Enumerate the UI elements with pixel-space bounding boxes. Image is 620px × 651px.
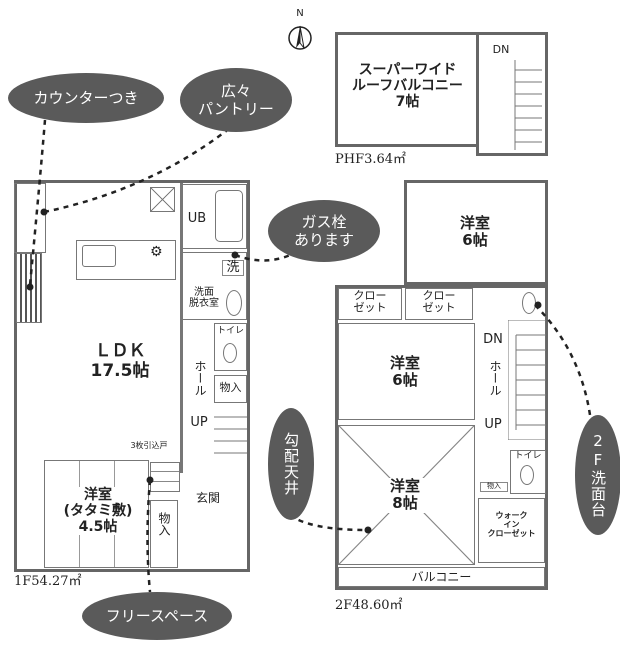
washstand-2f	[522, 292, 536, 314]
floor2-room1	[404, 180, 548, 285]
north-compass-icon	[287, 10, 313, 56]
floor1-area: 1F54.27㎡	[14, 574, 82, 589]
wic-label: ウォーク イン クローゼット	[487, 511, 536, 538]
room1-label: 洋室 6帖	[459, 214, 490, 250]
wash-basin	[226, 290, 242, 316]
callout-sloped-ceiling: 勾配天井	[268, 408, 314, 520]
compass-label: N	[296, 8, 304, 19]
balcony-2f	[338, 567, 545, 587]
ldk-partition	[180, 183, 183, 473]
dn-2f-label: DN	[483, 332, 503, 347]
floor2-room2	[338, 323, 475, 420]
free-space-tile	[150, 462, 180, 492]
hall-2f-label: ホール	[488, 360, 502, 396]
entrance-label: 玄関	[195, 491, 220, 505]
ph-staircase-icon	[514, 60, 542, 150]
toilet-2f-label: トイレ	[514, 451, 542, 461]
closet1-label: クロー ゼット	[353, 289, 387, 315]
entry-nook	[14, 183, 46, 253]
toilet-1f-bowl	[223, 343, 237, 363]
storage-2f-label: 物入	[480, 482, 508, 492]
closet1	[338, 288, 402, 320]
washroom	[182, 252, 247, 320]
callout-pantry: 広々 パントリー	[180, 68, 292, 132]
hall-1f-label vert: ホール	[193, 360, 207, 396]
bathtub	[215, 190, 243, 242]
pantry-box	[150, 187, 175, 212]
callout-free-space: フリースペース	[82, 592, 232, 640]
callout-counter: カウンターつき	[8, 73, 164, 123]
balcony-2f-label: バルコニー	[411, 570, 472, 584]
storage2-1f-label: 物入	[157, 512, 171, 536]
ldk-label: ＬＤＫ 17.5帖	[90, 341, 150, 381]
japanese-room-label: 洋室 (タタミ敷) 4.5帖	[48, 487, 148, 536]
toilet-1f	[214, 323, 247, 371]
callout-2f-washstand: 2F洗面台	[575, 415, 620, 535]
closet2-label: クロー ゼット	[422, 289, 456, 315]
room2-label: 洋室 6帖	[389, 354, 420, 390]
ph-stairs-dn: DN	[492, 43, 510, 56]
ub-label: UB	[187, 211, 207, 226]
washroom-label: 洗面 脱衣室	[189, 287, 219, 309]
kitchen-counter	[76, 240, 176, 280]
stove-icon: ⚙	[150, 244, 163, 260]
closet2	[405, 288, 473, 320]
staircase-2f-icon	[508, 320, 546, 440]
up-1f-label: UP	[190, 415, 208, 430]
toilet-1f-label: トイレ	[216, 326, 244, 336]
toilet-2f	[510, 450, 546, 494]
wash-machine-label: 洗	[222, 260, 244, 277]
room3-label: 洋室 8帖	[370, 477, 440, 513]
storage-1f	[214, 375, 247, 403]
bay-window	[16, 253, 42, 323]
toilet-2f-bowl	[520, 465, 534, 485]
ph-balcony-label: スーパーワイド ルーフバルコニー 7帖	[352, 62, 463, 111]
sliding-door-label: 3枚引込戸	[130, 441, 168, 450]
floor2-area: 2F48.60㎡	[335, 598, 403, 613]
up-2f-label: UP	[484, 417, 502, 432]
staircase-1f-icon	[214, 416, 247, 454]
storage-1f-label: 物入	[219, 381, 242, 394]
ph-area: PHF3.64㎡	[335, 152, 407, 167]
walk-in-closet	[478, 498, 545, 563]
kitchen-sink	[82, 245, 116, 267]
callout-gas-outlet: ガス栓 あります	[268, 200, 380, 262]
